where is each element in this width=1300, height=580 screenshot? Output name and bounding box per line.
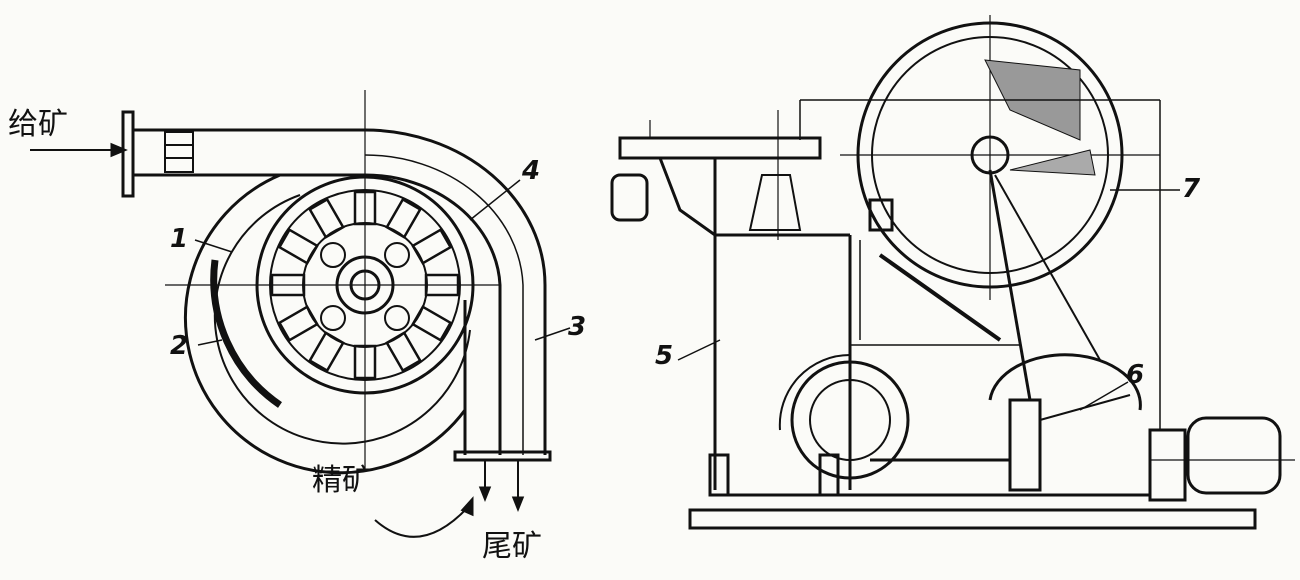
tailings-label: 尾矿: [482, 529, 542, 564]
part-number-3: 3: [568, 312, 587, 342]
rotor-tooth: [424, 273, 460, 297]
rotor-tooth: [353, 190, 377, 226]
side-elevation-view: [610, 15, 1295, 530]
rotor-tooth: [277, 305, 319, 342]
cross-section-view: [30, 90, 571, 538]
part-number-2: 2: [170, 331, 189, 361]
part-number-6: 6: [1126, 360, 1145, 390]
rotor-tooth: [270, 273, 306, 297]
rotor-tooth: [353, 344, 377, 380]
rotor-tooth: [411, 228, 453, 265]
rotor-tooth: [411, 305, 453, 342]
concentrate-label: 精矿: [312, 463, 372, 498]
feed-label: 给矿: [8, 107, 68, 142]
part-number-4: 4: [522, 156, 541, 186]
part-number-1: 1: [170, 224, 189, 254]
part-number-7: 7: [1182, 174, 1201, 204]
rotor-tooth: [385, 331, 422, 373]
rotor-tooth: [308, 197, 345, 239]
rotor-tooth: [277, 228, 319, 265]
rotor-tooth: [308, 331, 345, 373]
rotor-tooth: [385, 197, 422, 239]
part-number-5: 5: [655, 341, 674, 371]
